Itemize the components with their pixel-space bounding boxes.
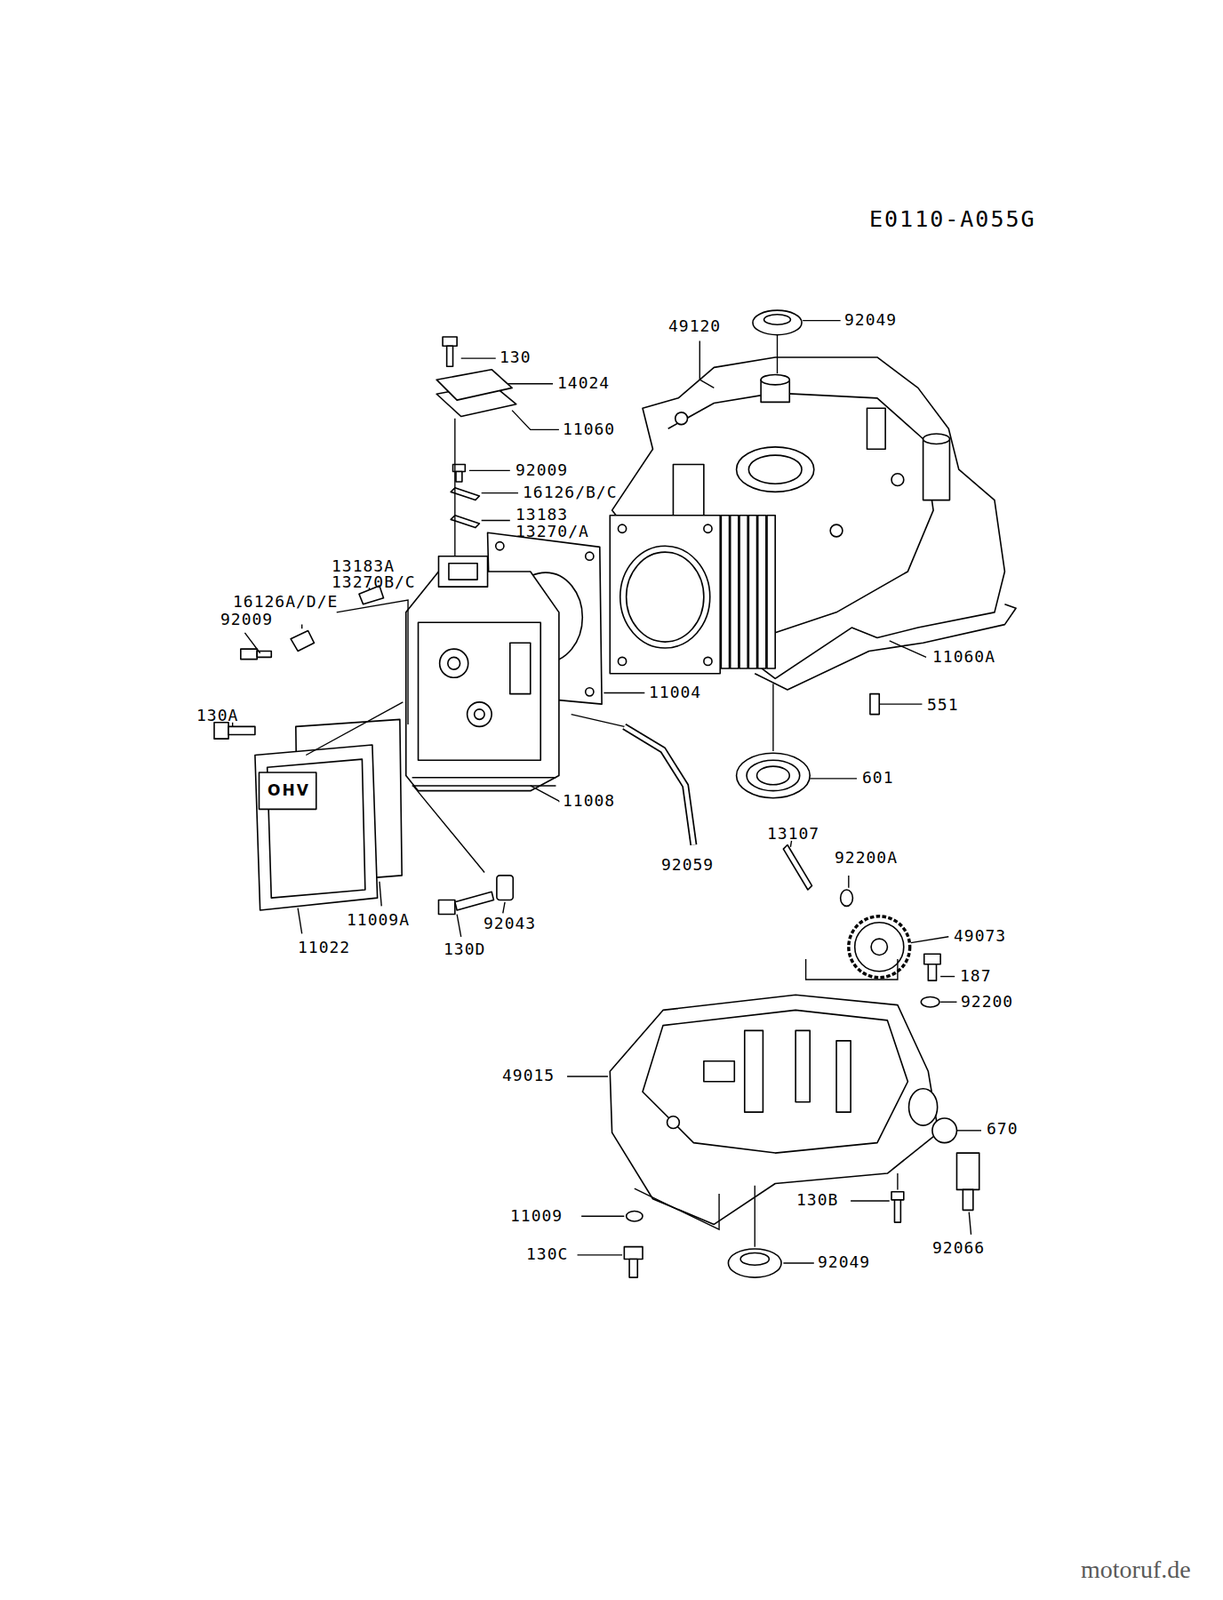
callout-number: 130 (499, 348, 532, 367)
callout-number: 92059 (661, 855, 714, 874)
callout-number: 13183A (331, 557, 395, 576)
part-marking: OHV (267, 781, 311, 800)
callout-number: 14024 (557, 374, 610, 392)
callout-number: 92009 (220, 610, 273, 629)
callout-number: 11060 (562, 420, 616, 439)
callout-number: 92009 (515, 461, 568, 480)
callout-number: 551 (927, 695, 960, 714)
callout-number: 130A (196, 706, 239, 725)
callout-number: 601 (862, 768, 895, 787)
callout-number: 11004 (648, 683, 702, 702)
callout-number: 13270B/C (331, 573, 416, 592)
callout-number: 92049 (844, 311, 897, 329)
callout-number: 11060A (932, 647, 996, 666)
callout-number: 49120 (668, 317, 721, 336)
callout-number: 92043 (483, 914, 536, 933)
callout-number: 92200A (834, 848, 898, 867)
callout-number: 13107 (767, 824, 820, 843)
callout-number: 13270/A (515, 522, 590, 541)
callout-number: 130D (443, 940, 486, 959)
callout-number: 49073 (953, 927, 1007, 945)
callout-number: 11009A (346, 911, 410, 929)
callout-number: 13183 (515, 505, 568, 524)
callout-number: 670 (986, 1119, 1019, 1138)
callout-number: 130C (526, 1245, 568, 1263)
leader-lines (232, 320, 982, 1263)
callout-number: 16126/B/C (522, 483, 618, 502)
callout-number: 16126A/D/E (232, 592, 338, 611)
callout-number: 92066 (932, 1238, 985, 1257)
callout-number: 11009 (510, 1207, 563, 1225)
diagram-code: E0110-A055G (869, 206, 1037, 232)
callout-number: 187 (959, 967, 992, 985)
callout-number: 49015 (502, 1066, 555, 1085)
watermark: motoruf.de (1080, 1560, 1192, 1579)
callout-number: 92049 (817, 1253, 871, 1271)
callout-number: 130B (796, 1191, 839, 1209)
callout-number: 92200 (960, 992, 1014, 1011)
callout-number: 11008 (562, 791, 616, 810)
callout-number: 11022 (297, 938, 351, 957)
